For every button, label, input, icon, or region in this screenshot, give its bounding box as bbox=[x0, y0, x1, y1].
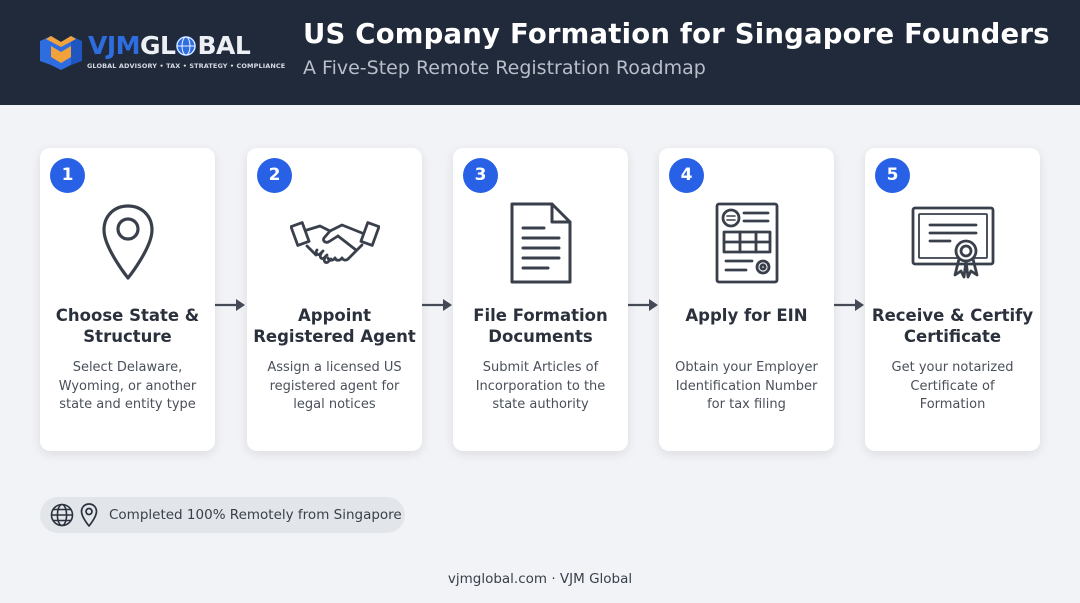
step-number-badge: 4 bbox=[669, 158, 704, 193]
step-title: Choose State &Structure bbox=[55, 306, 200, 346]
step-number-badge: 2 bbox=[257, 158, 292, 193]
remote-note-pill: Completed 100% Remotely from Singapore bbox=[40, 497, 405, 533]
arrow-right-icon bbox=[215, 299, 245, 311]
page-subtitle: A Five-Step Remote Registration Roadmap bbox=[303, 57, 706, 79]
logo-tagline: GLOBAL ADVISORY • TAX • STRATEGY • COMPL… bbox=[87, 62, 286, 70]
remote-note-text: Completed 100% Remotely from Singapore bbox=[109, 507, 402, 523]
step-number-badge: 3 bbox=[463, 158, 498, 193]
footer-credit: vjmglobal.com · VJM Global bbox=[447, 571, 633, 587]
step-number-badge: 1 bbox=[50, 158, 85, 193]
document-icon bbox=[510, 202, 572, 284]
globe-icon bbox=[50, 503, 74, 527]
page-title: US Company Formation for Singapore Found… bbox=[303, 18, 1050, 50]
logo-globe-icon bbox=[176, 36, 197, 56]
step-card-1: 1 Choose State &Structure Select Delawar… bbox=[40, 148, 215, 451]
arrow-right-icon bbox=[834, 299, 864, 311]
arrow-right-icon bbox=[628, 299, 658, 311]
location-pin-icon bbox=[102, 204, 154, 280]
step-number-badge: 5 bbox=[875, 158, 910, 193]
map-pin-icon bbox=[80, 503, 98, 527]
step-title: Apply for EIN bbox=[685, 306, 808, 325]
logo-mark-icon bbox=[40, 36, 82, 70]
handshake-icon bbox=[290, 221, 380, 264]
tax-form-icon bbox=[715, 202, 779, 284]
arrow-right-icon bbox=[422, 299, 452, 311]
certificate-icon bbox=[911, 206, 995, 279]
